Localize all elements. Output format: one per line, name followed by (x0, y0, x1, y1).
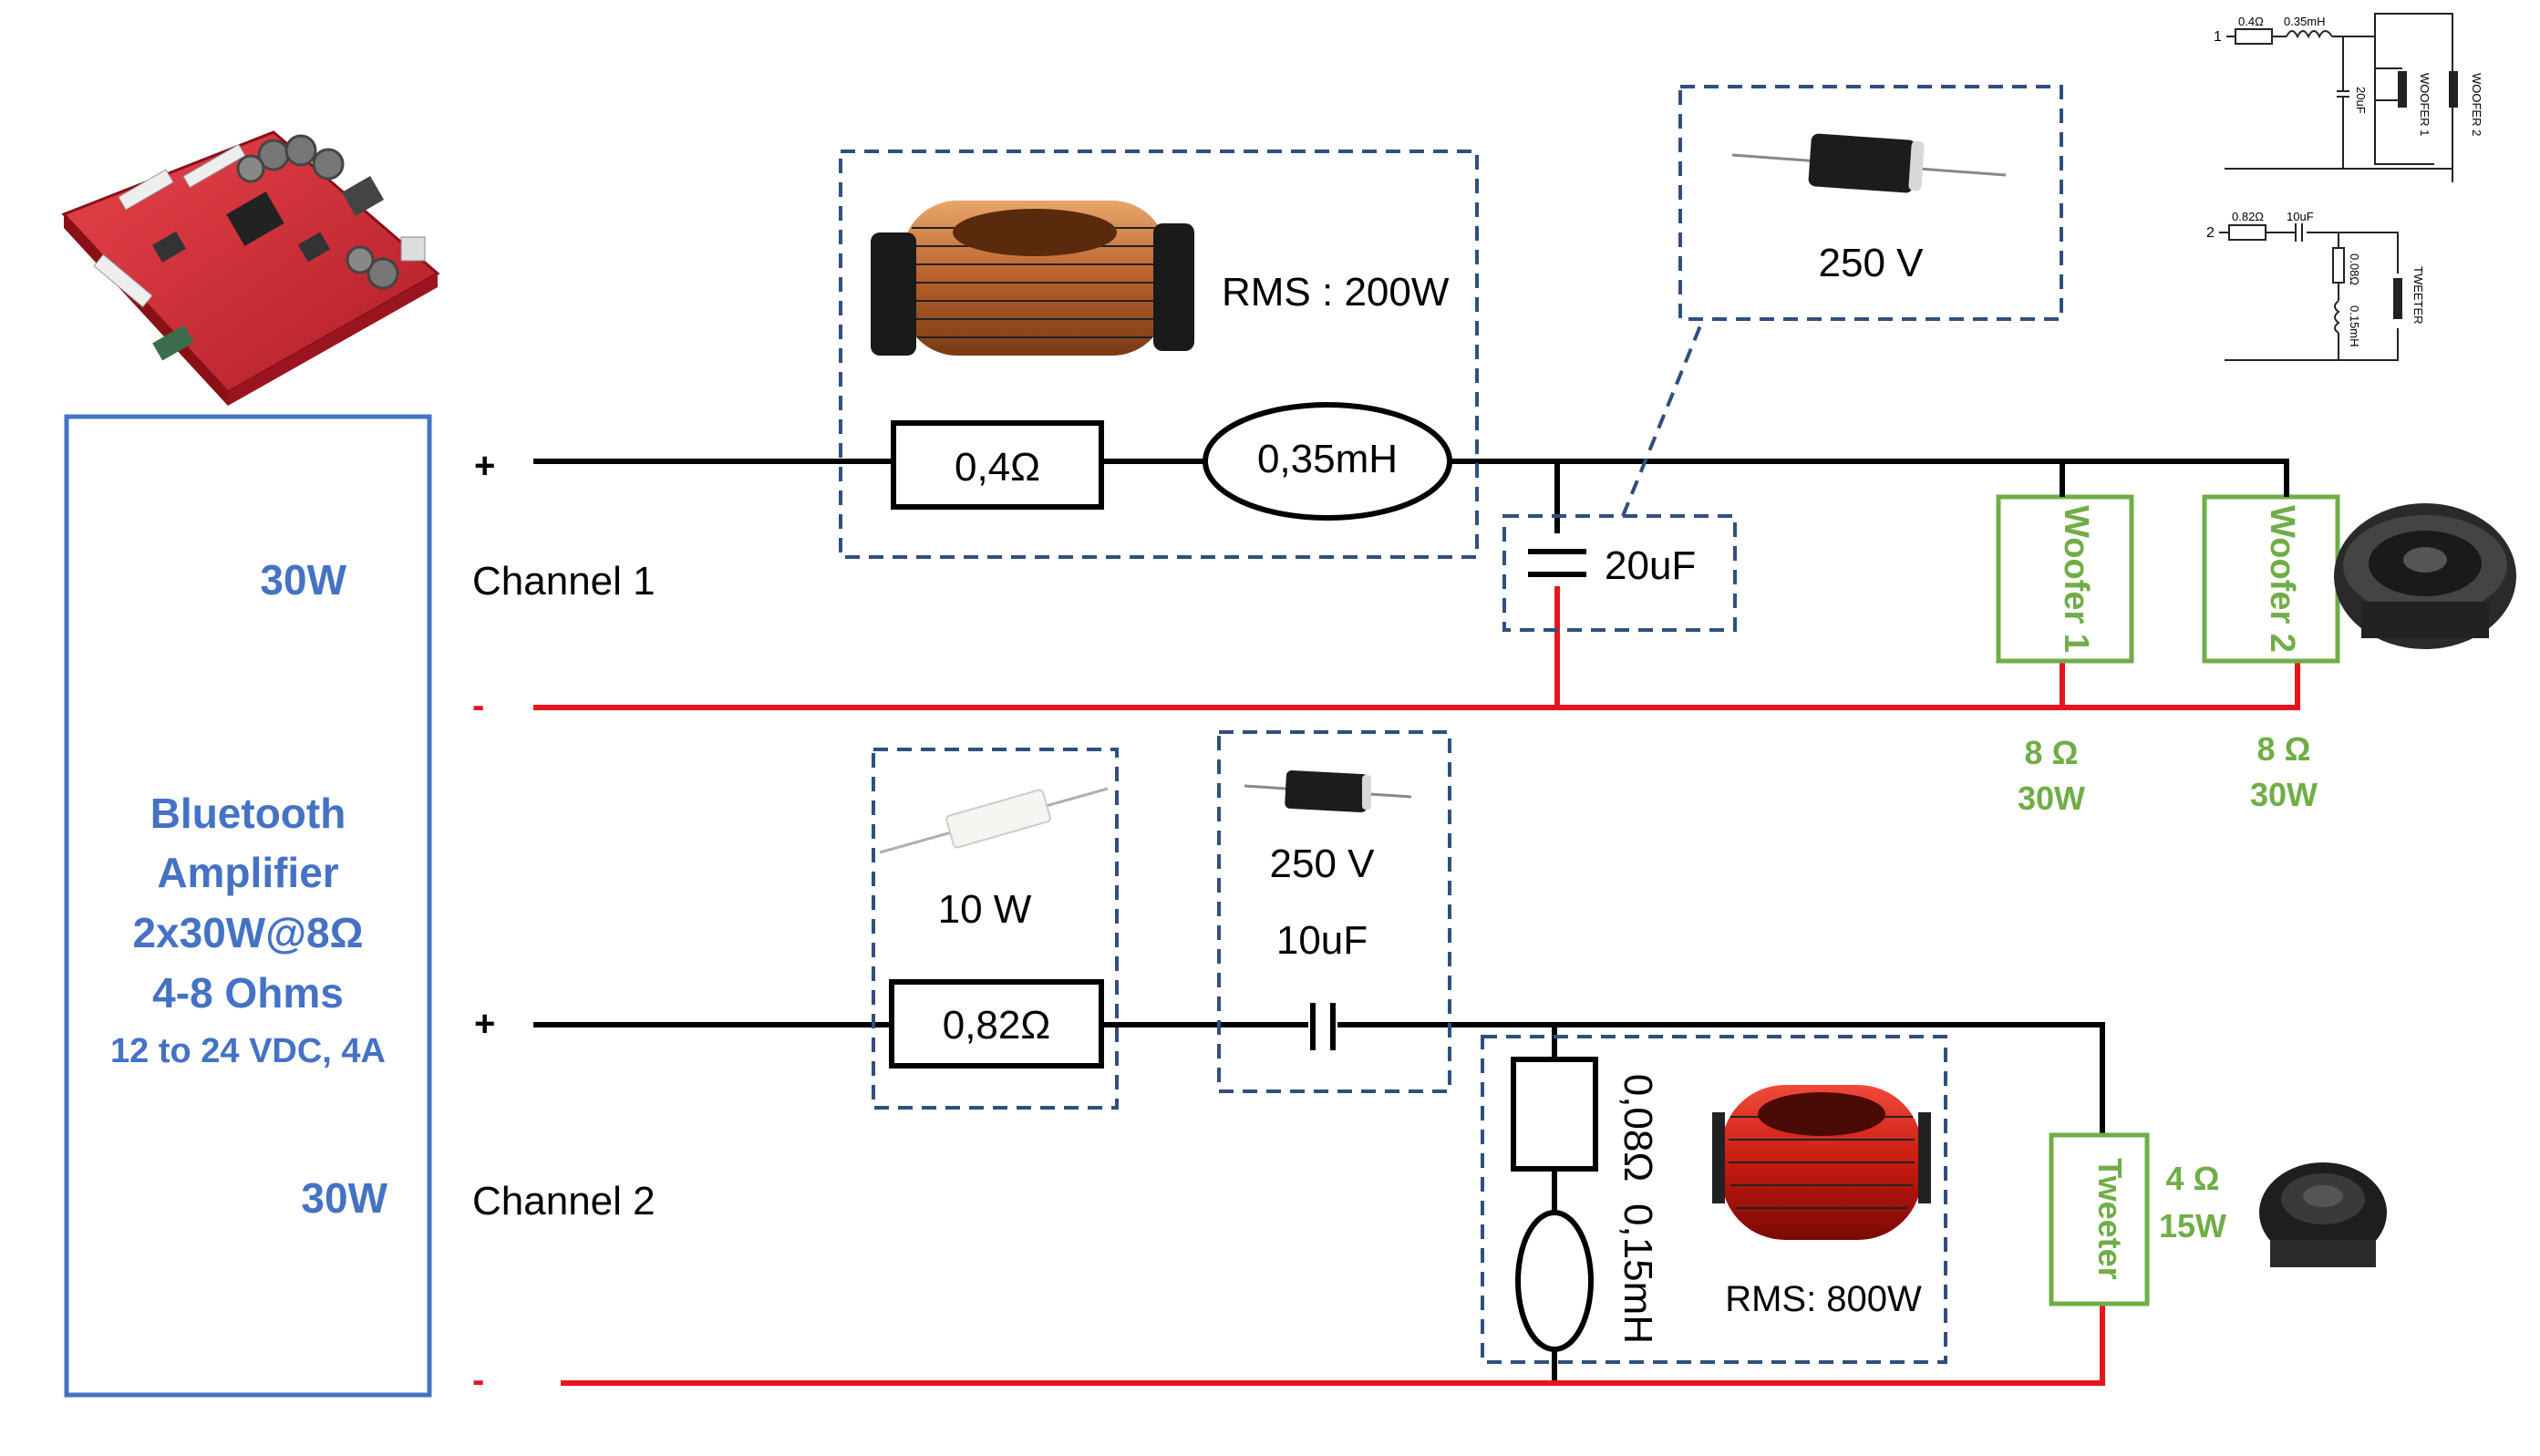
ch2-resistor-dashed-box (872, 748, 1119, 1110)
woofer2-power: 30W (2250, 776, 2318, 813)
ch1-capacitor (1528, 549, 1586, 577)
woofer-speaker-image (2334, 503, 2516, 649)
ch1-inductor-rms: RMS : 200W (1222, 270, 1450, 315)
woofer2-impedance: 8 Ω (2257, 730, 2311, 768)
amplifier-name-line2: Amplifier (157, 849, 338, 896)
ch2-red-coil-image (1712, 1085, 1931, 1240)
ch1-resistor-value: 0,4Ω (955, 445, 1040, 490)
woofer2-box (2202, 494, 2340, 664)
woofer1-impedance: 8 Ω (2025, 734, 2079, 771)
ch2-capacitor-voltage: 250 V (1270, 842, 1376, 886)
ch2-resistor-value: 0,82Ω (943, 1003, 1051, 1048)
tweeter-power: 15W (2159, 1207, 2226, 1244)
mini-node-2: 2 (2206, 225, 2215, 241)
ch2-inductor-rms: RMS: 800W (1725, 1279, 1922, 1319)
ch1-resistor (891, 420, 1104, 510)
ch1-negative-wire (533, 586, 2300, 710)
mini-r2 (2228, 224, 2266, 241)
mini-l3 (2334, 300, 2340, 334)
amplifier-box (64, 414, 432, 1398)
ch2-resistor (889, 979, 1104, 1069)
tweeter-speaker-image (2259, 1162, 2387, 1267)
mini-woofer2-label: WOOFER 2 (2470, 73, 2483, 136)
woofer2-label: Woofer 2 (2263, 505, 2301, 653)
ch1-film-capacitor-image (1731, 133, 2007, 193)
mini-woofer1-label: WOOFER 1 (2418, 73, 2432, 136)
ch2-capacitor (1310, 1003, 1336, 1050)
ch2-shunt-dashed-box (1481, 1035, 1947, 1364)
ch2-capacitor-value: 10uF (1276, 918, 1368, 963)
mini-r2-label: 0.82Ω (2232, 210, 2264, 223)
ch1-capacitor-dashed-box (1502, 514, 1737, 632)
ch2-film-capacitor-image (1244, 769, 1412, 813)
ch1-capacitor-photo-box (1678, 85, 2063, 321)
ch1-capacitor-leader-line (1621, 318, 1705, 517)
ch1-label: Channel 1 (472, 559, 656, 604)
ch2-shunt-resistor (1511, 1057, 1598, 1172)
ch1-inductor-dashed-box (839, 150, 1479, 559)
ch2-capacitor-dashed-box (1217, 730, 1451, 1093)
mini-c1-label: 20uF (2354, 87, 2368, 114)
ch1-inductor-value: 0,35mH (1257, 437, 1398, 481)
tweeter-label: Tweeter (2091, 1158, 2129, 1279)
mini-tweeter-label: TWEETER (2411, 266, 2425, 325)
mini-schematic: 1 0.4Ω 0.35mH 20uF WOOFER 1 WOOFER 2 2 0… (2206, 13, 2483, 361)
ch2-shunt-inductor-value: 0,15mH (1616, 1203, 1660, 1344)
ch2-power-resistor-image (879, 787, 1109, 854)
mini-r3-label: 0.08Ω (2348, 253, 2361, 285)
tweeter-impedance: 4 Ω (2166, 1160, 2220, 1197)
ch1-air-coil-image (871, 201, 1194, 356)
mini-node-1: 1 (2214, 29, 2222, 45)
ch2-resistor-power: 10 W (938, 887, 1032, 932)
ch2-negative-wire (561, 1304, 2105, 1386)
ch1-capacitor-value: 20uF (1605, 543, 1696, 588)
ch1-power-label: 30W (260, 556, 346, 604)
woofer1-label: Woofer 1 (2057, 505, 2095, 653)
woofer1-power: 30W (2018, 780, 2085, 817)
mini-r1-label: 0.4Ω (2238, 15, 2264, 28)
mini-l3-label: 0.15mH (2348, 305, 2361, 347)
ch2-positive-wire (533, 1022, 2105, 1383)
amplifier-rating: 2x30W@8Ω (132, 909, 363, 956)
mini-l1 (2286, 30, 2333, 39)
ch1-minus-sign: - (472, 686, 484, 726)
ch2-shunt-resistor-value: 0,08Ω (1616, 1074, 1660, 1182)
ch1-inductor (1203, 402, 1452, 521)
ch2-shunt-inductor (1515, 1210, 1594, 1352)
tweeter-box (2049, 1132, 2150, 1306)
mini-c2-label: 10uF (2287, 210, 2314, 223)
ch2-power-label: 30W (301, 1174, 387, 1222)
ch2-label: Channel 2 (472, 1179, 656, 1224)
mini-c2 (2295, 223, 2303, 242)
mini-r3 (2332, 247, 2345, 284)
amplifier-board-image (61, 130, 440, 406)
amplifier-name-line1: Bluetooth (150, 790, 346, 837)
ch2-minus-sign: - (472, 1360, 484, 1400)
amplifier-impedance: 4-8 Ohms (152, 969, 344, 1017)
ch2-plus-sign: + (474, 1004, 495, 1044)
ch1-capacitor-voltage: 250 V (1819, 241, 1925, 285)
mini-r1 (2235, 28, 2273, 45)
ch1-plus-sign: + (474, 446, 495, 486)
amplifier-supply: 12 to 24 VDC, 4A (110, 1032, 386, 1070)
mini-l1-label: 0.35mH (2284, 15, 2326, 28)
